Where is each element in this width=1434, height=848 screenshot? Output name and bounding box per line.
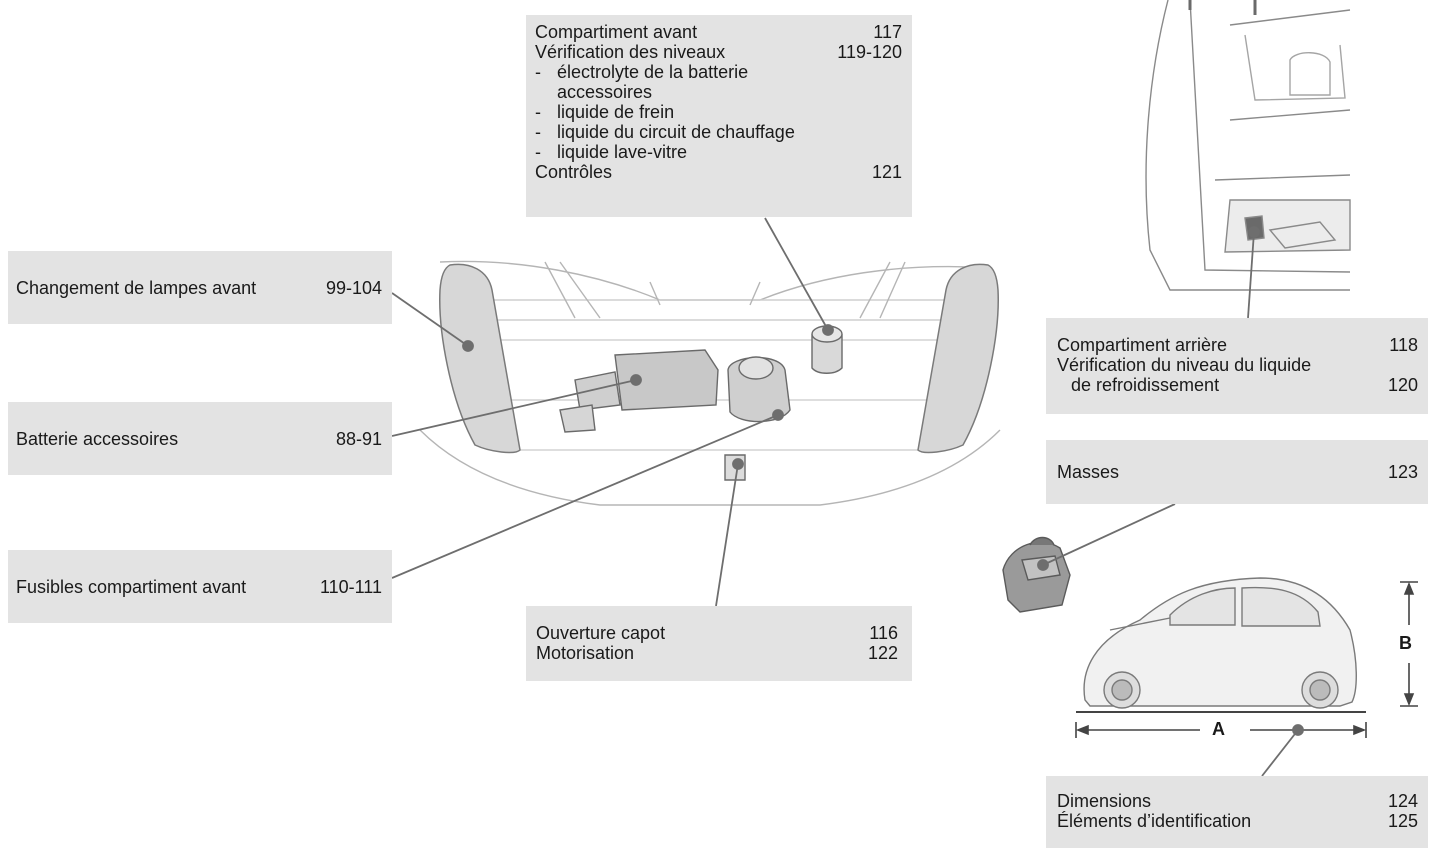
dimension-lines xyxy=(1075,581,1418,738)
coolant-page: 120 xyxy=(1387,375,1418,395)
weights-box: Masses 123 xyxy=(1046,440,1428,504)
front-compartment-page: 117 xyxy=(873,22,902,42)
front-lamps-label: Changement de lampes avant xyxy=(16,277,257,298)
left-headlamp-illustration xyxy=(439,263,521,454)
dimensions-page: 124 xyxy=(1387,791,1418,811)
level-item: - liquide de frein xyxy=(535,102,902,122)
level-item-label: liquide lave-vitre xyxy=(557,142,688,162)
fuses-box: Fusibles compartiment avant 110-111 xyxy=(8,550,392,623)
coolant-row-2: de refroidissement 120 xyxy=(1057,375,1418,395)
motor-label: Motorisation xyxy=(536,643,635,663)
controls-label: Contrôles xyxy=(535,162,613,182)
bullet-dash: - xyxy=(535,142,541,162)
bonnet-opening-row: Ouverture capot 116 xyxy=(536,623,898,643)
leader-lines xyxy=(391,217,1304,777)
bullet-dash: - xyxy=(535,62,541,82)
front-compartment-row: Compartiment avant 117 xyxy=(535,22,902,42)
battery-label: Batterie accessoires xyxy=(16,428,179,449)
rear-compartment-row: Compartiment arrière 118 xyxy=(1057,335,1418,355)
identification-label: Éléments d’identification xyxy=(1057,811,1252,831)
level-item: - liquide du circuit de chauffage xyxy=(535,122,902,142)
bullet-dash: - xyxy=(535,122,541,142)
battery-box: Batterie accessoires 88-91 xyxy=(8,402,392,475)
engine-bay-illustration xyxy=(419,260,1001,506)
identification-page: 125 xyxy=(1387,811,1418,831)
bullet-dash: - xyxy=(535,102,541,122)
front-lamps-box: Changement de lampes avant 99-104 xyxy=(8,251,392,324)
rear-compartment-page: 118 xyxy=(1389,335,1418,355)
coolant-label-line-2: de refroidissement xyxy=(1071,375,1220,395)
rear-compartment-box: Compartiment arrière 118 Vérification du… xyxy=(1046,318,1428,414)
front-compartment-label: Compartiment avant xyxy=(535,22,698,42)
right-headlamp-illustration xyxy=(917,263,999,454)
dimensions-row: Dimensions 124 xyxy=(1057,791,1418,811)
front-lamps-page: 99-104 xyxy=(325,277,382,298)
fuses-label: Fusibles compartiment avant xyxy=(16,576,247,597)
level-item: - liquide lave-vitre xyxy=(535,142,902,162)
front-compartment-box: Compartiment avant 117 Vérification des … xyxy=(526,15,912,217)
dimensions-label: Dimensions xyxy=(1057,791,1152,811)
controls-row: Contrôles 121 xyxy=(535,162,902,182)
rear-boot-illustration xyxy=(1145,0,1351,291)
controls-page: 121 xyxy=(871,162,902,182)
identification-row: Éléments d’identification 125 xyxy=(1057,811,1418,831)
dimensions-box: Dimensions 124 Éléments d’identification… xyxy=(1046,776,1428,848)
engine-components xyxy=(559,325,843,481)
level-item-label: liquide du circuit de chauffage xyxy=(557,122,795,142)
levels-check-page: 119-120 xyxy=(837,42,902,62)
weights-page: 123 xyxy=(1387,462,1418,482)
level-item-label: électrolyte de la batterie accessoires xyxy=(557,62,749,102)
dimension-b-label: B xyxy=(1399,633,1412,653)
rear-compartment-label: Compartiment arrière xyxy=(1057,335,1228,355)
levels-check-row: Vérification des niveaux 119-120 xyxy=(535,42,902,62)
dimension-a-label: A xyxy=(1212,719,1225,739)
bonnet-opening-page: 116 xyxy=(869,623,898,643)
fuses-page: 110-111 xyxy=(319,576,382,597)
car-side-illustration xyxy=(1083,577,1357,709)
coolant-row-1: Vérification du niveau du liquide xyxy=(1057,355,1418,375)
coolant-label-line-1: Vérification du niveau du liquide xyxy=(1057,355,1312,375)
levels-check-label: Vérification des niveaux xyxy=(535,42,726,62)
weight-object-illustration xyxy=(1002,536,1071,613)
bonnet-opening-label: Ouverture capot xyxy=(536,623,666,643)
motor-page: 122 xyxy=(867,643,898,663)
battery-page: 88-91 xyxy=(335,428,382,449)
bonnet-motor-box: Ouverture capot 116 Motorisation 122 xyxy=(526,606,912,681)
level-item: - électrolyte de la batterie accessoires xyxy=(535,62,902,102)
motor-row: Motorisation 122 xyxy=(536,643,898,663)
level-item-label: liquide de frein xyxy=(557,102,675,122)
weights-label: Masses xyxy=(1057,462,1120,482)
